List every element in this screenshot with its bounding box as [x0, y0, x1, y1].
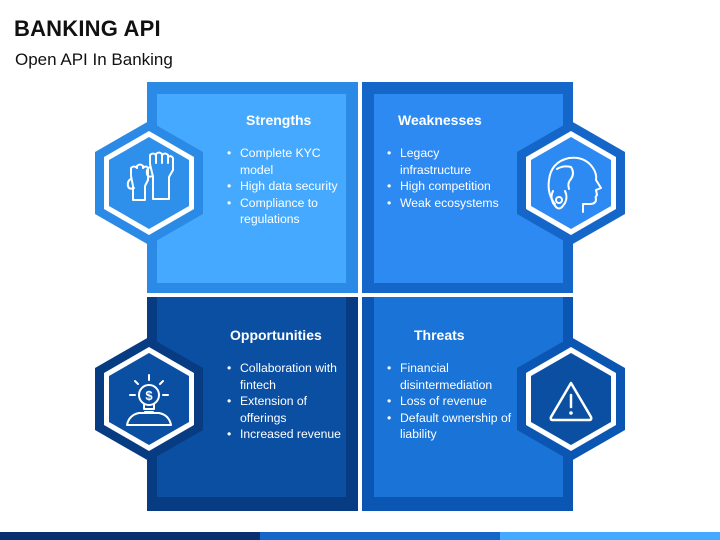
weaknesses-hex-shape	[517, 121, 625, 245]
weaknesses-heading: Weaknesses	[398, 112, 482, 128]
warning-triangle-icon	[549, 381, 593, 422]
threats-item: Default ownership of liability	[387, 410, 512, 443]
accent-segment	[0, 532, 260, 540]
opportunities-item: Collaboration with fintech	[227, 360, 347, 393]
lightbulb-dollar-icon: $	[126, 374, 172, 426]
raised-fists-icon	[126, 151, 174, 201]
opportunities-hexagon: $	[95, 337, 203, 461]
strengths-heading: Strengths	[246, 112, 312, 128]
svg-text:$: $	[145, 388, 153, 403]
strengths-item: Compliance to regulations	[227, 195, 347, 228]
opportunities-item: Extension of offerings	[227, 393, 347, 426]
threats-list: Financial disintermediation Loss of reve…	[387, 360, 512, 443]
opportunities-heading: Opportunities	[230, 327, 322, 343]
strengths-list: Complete KYC model High data security Co…	[227, 145, 347, 228]
threats-hexagon	[517, 337, 625, 461]
opportunities-list: Collaboration with fintech Extension of …	[227, 360, 347, 443]
strengths-hexagon	[95, 121, 203, 245]
weaknesses-item: Weak ecosystems	[387, 195, 507, 212]
head-profile-icon	[547, 156, 602, 213]
threats-heading: Threats	[414, 327, 465, 343]
threats-item: Financial disintermediation	[387, 360, 512, 393]
weaknesses-list: Legacy infrastructure High competition W…	[387, 145, 507, 211]
weaknesses-item: High competition	[387, 178, 507, 195]
page-subtitle: Open API In Banking	[15, 50, 173, 69]
accent-segment	[260, 532, 500, 540]
strengths-item: Complete KYC model	[227, 145, 347, 178]
opportunities-item: Increased revenue	[227, 426, 347, 443]
page-title: BANKING API	[14, 16, 161, 41]
accent-segment	[500, 532, 720, 540]
strengths-item: High data security	[227, 178, 347, 195]
bottom-accent-bar	[0, 532, 720, 540]
threats-item: Loss of revenue	[387, 393, 512, 410]
weaknesses-item: Legacy infrastructure	[387, 145, 507, 178]
weaknesses-hexagon	[517, 121, 625, 245]
